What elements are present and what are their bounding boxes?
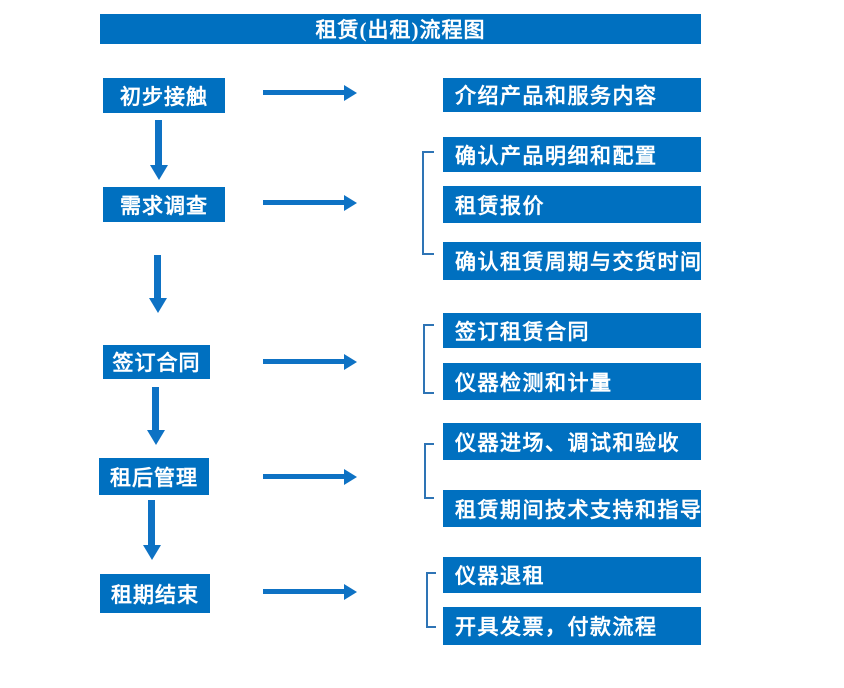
right-arrow — [263, 589, 344, 594]
detail-box-sign-rental-contract: 签订租赁合同 — [443, 313, 701, 348]
group-bracket — [423, 324, 434, 394]
detail-box-instrument-entry-debug-acceptance: 仪器进场、调试和验收 — [443, 423, 701, 460]
group-bracket — [422, 151, 434, 255]
step-box-demand-survey: 需求调查 — [103, 187, 225, 222]
detail-box-confirm-rental-period-delivery: 确认租赁周期与交货时间 — [443, 242, 701, 280]
right-arrow — [263, 474, 344, 479]
detail-box-confirm-product-details-config: 确认产品明细和配置 — [443, 137, 701, 172]
step-box-initial-contact: 初步接触 — [103, 78, 225, 113]
down-arrow — [152, 387, 159, 430]
down-arrow — [155, 120, 162, 165]
group-bracket — [424, 443, 434, 499]
right-arrow — [263, 90, 344, 95]
step-box-sign-contract: 签订合同 — [103, 345, 210, 379]
step-box-rental-period-end: 租期结束 — [100, 574, 210, 613]
detail-box-instrument-return: 仪器退租 — [443, 557, 701, 593]
right-arrow — [263, 359, 344, 364]
detail-box-rental-technical-support: 租赁期间技术支持和指导 — [443, 490, 701, 527]
down-arrow — [154, 255, 161, 298]
detail-box-invoice-payment-process: 开具发票，付款流程 — [443, 607, 701, 645]
step-box-post-rental-management: 租后管理 — [99, 458, 209, 495]
detail-box-introduce-products-services: 介绍产品和服务内容 — [443, 78, 701, 112]
right-arrow — [263, 200, 344, 205]
detail-box-instrument-inspection-calibration: 仪器检测和计量 — [443, 363, 701, 400]
flowchart-title: 租赁(出租)流程图 — [100, 14, 701, 44]
down-arrow — [148, 500, 155, 545]
group-bracket — [426, 572, 436, 628]
detail-box-rental-quote: 租赁报价 — [443, 186, 701, 223]
